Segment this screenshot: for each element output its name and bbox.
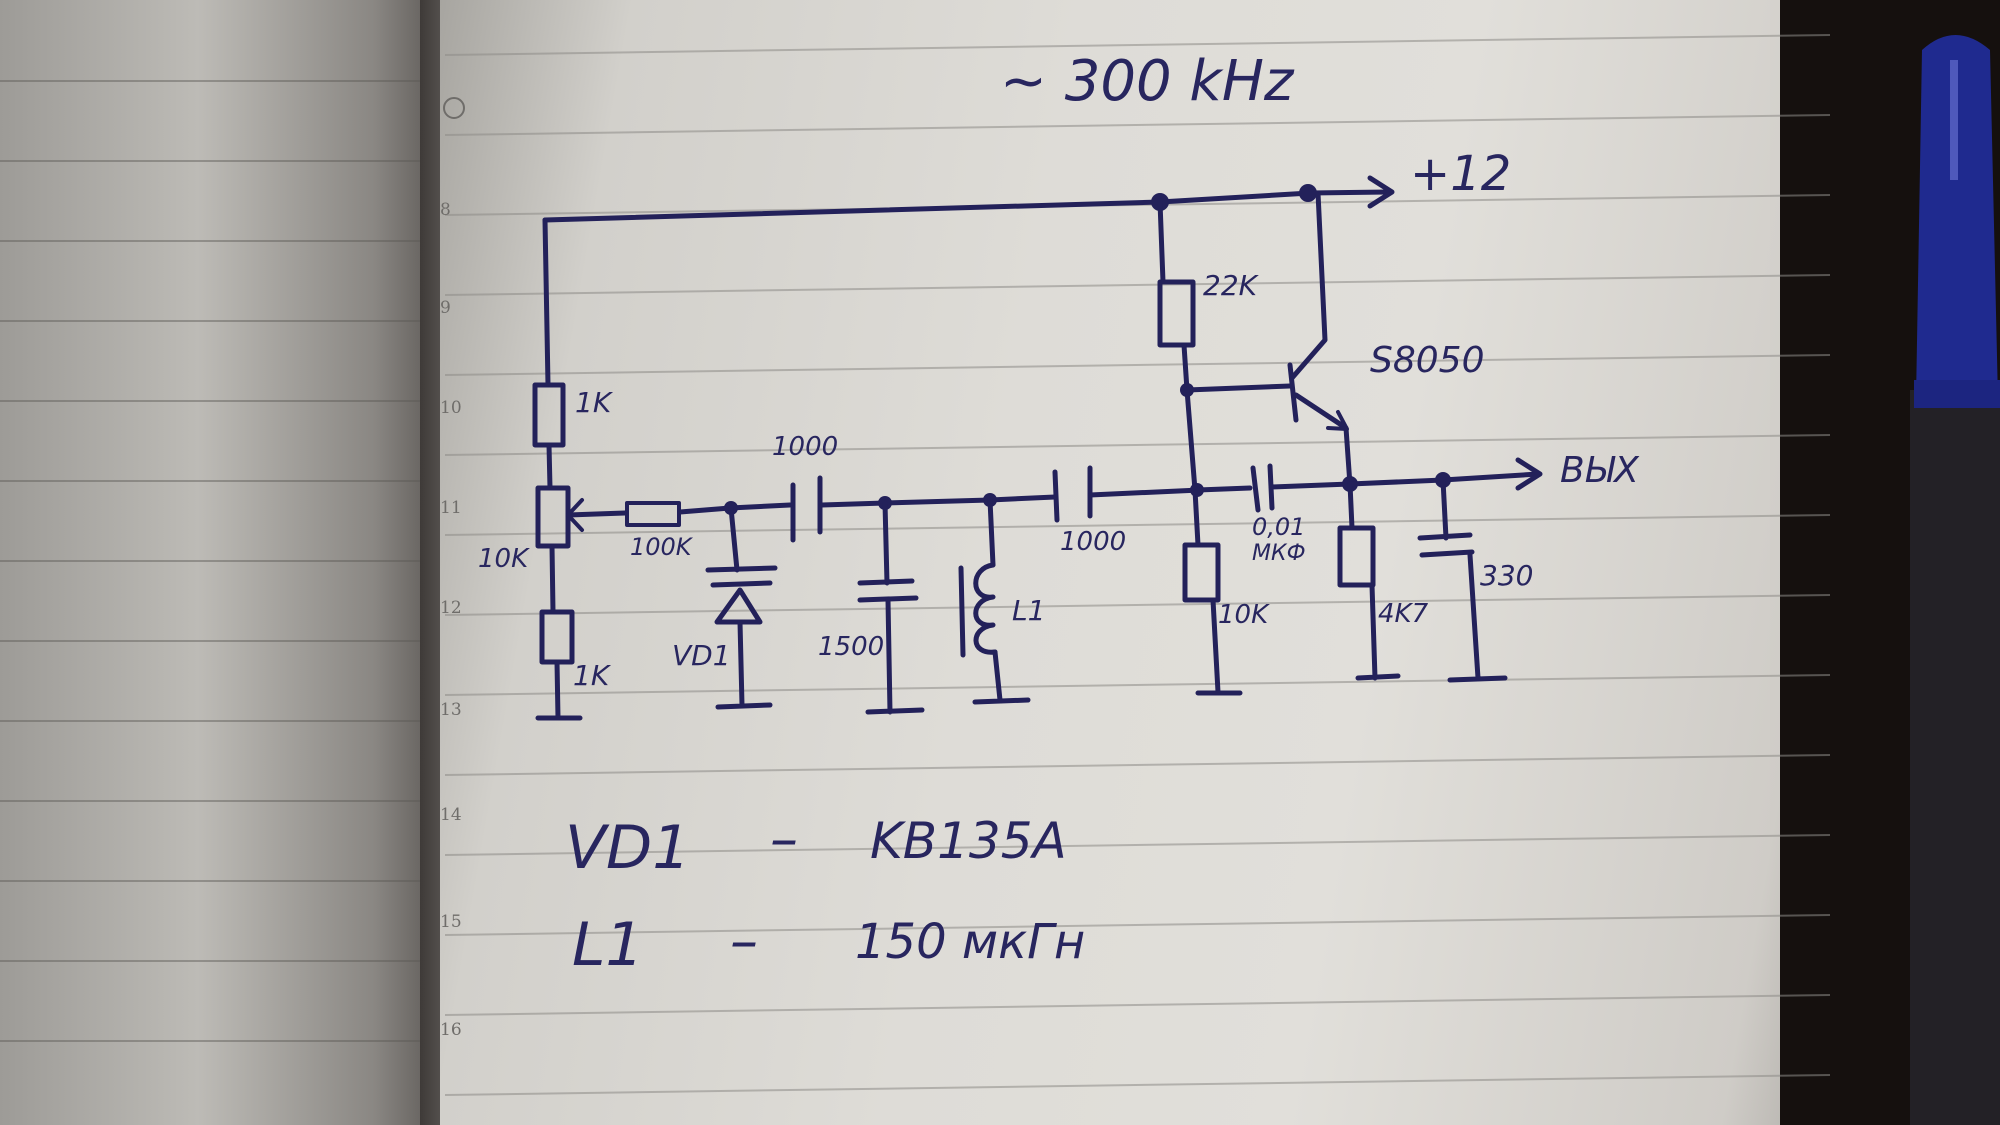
label-c2: 1000 [1060, 527, 1126, 557]
supply-label: +12 [1410, 146, 1511, 202]
note-dash: – [770, 807, 798, 872]
label-r-top: 1K [575, 386, 614, 419]
tuning-line: 100K 1000 [565, 432, 1058, 561]
label-r10k: 10K [1218, 600, 1270, 630]
note-value: 150 мкГн [855, 914, 1085, 970]
frequency-title: ~ 300 kHz [1000, 49, 1295, 114]
margin-number: 13 [440, 700, 462, 720]
resistor-4k7: 4K7 [1337, 481, 1429, 681]
component-notes: VD1 – KB135A L1 – 150 мкГн [565, 807, 1085, 980]
label-r-bottom: 1K [573, 659, 612, 692]
resistor-100k [625, 501, 681, 527]
label-vd1: VD1 [672, 639, 731, 672]
label-r4k7: 4K7 [1378, 599, 1429, 629]
label-c-out: 330 [1480, 559, 1533, 592]
note-ref: L1 [572, 910, 644, 980]
margin-number: 11 [440, 498, 462, 518]
label-c-tank: 1500 [818, 632, 884, 662]
margin-number: 14 [440, 805, 462, 825]
note-ref: VD1 [565, 813, 690, 883]
ruled-lines [444, 34, 1831, 1096]
label-c-fb-unit: МКФ [1252, 541, 1306, 566]
output-stage: 330 ВЫХ [1347, 450, 1640, 683]
capacitor-1500: 1500 [818, 500, 925, 715]
note-value: KB135A [870, 812, 1067, 870]
label-r22k: 22K [1203, 269, 1260, 302]
resistor-1k-bottom [539, 609, 575, 665]
notebook-page [440, 0, 1850, 1125]
note-dash: – [730, 909, 758, 974]
label-transistor: S8050 [1370, 340, 1484, 381]
margin-number: 15 [440, 912, 462, 932]
supply-rail: +12 [542, 146, 1511, 223]
margin-number: 10 [440, 398, 462, 418]
resistor-10k [1182, 542, 1221, 603]
transistor-stage: 22K S8050 10K [1157, 190, 1484, 696]
margin-number: 12 [440, 598, 462, 618]
label-c-fb-value: 0,01 [1252, 513, 1305, 541]
inductor-l1: L1 [958, 497, 1045, 705]
resistor-1k-top [532, 382, 566, 448]
left-notebook-page [0, 0, 440, 1125]
label-l1: L1 [1012, 594, 1045, 627]
margin-number: 8 [440, 200, 451, 220]
margin-number: 16 [440, 1020, 462, 1040]
resistor-22k [1157, 279, 1196, 348]
margin-number: 9 [440, 298, 451, 318]
varicap-vd1: VD1 [672, 505, 778, 710]
label-pot: 10K [478, 544, 530, 574]
margin-circle-icon [443, 97, 465, 119]
label-c1: 1000 [772, 432, 838, 462]
capacitor-feedback: 0,01 МКФ [1195, 463, 1358, 566]
label-r-series: 100K [630, 533, 694, 561]
potentiometer-10k [535, 485, 571, 549]
capacitor-1000-2: 1000 [1052, 465, 1203, 557]
divider-chain: 1K 10K 1K [478, 217, 614, 721]
blue-pen [1910, 35, 2000, 1125]
output-label: ВЫХ [1560, 450, 1640, 491]
